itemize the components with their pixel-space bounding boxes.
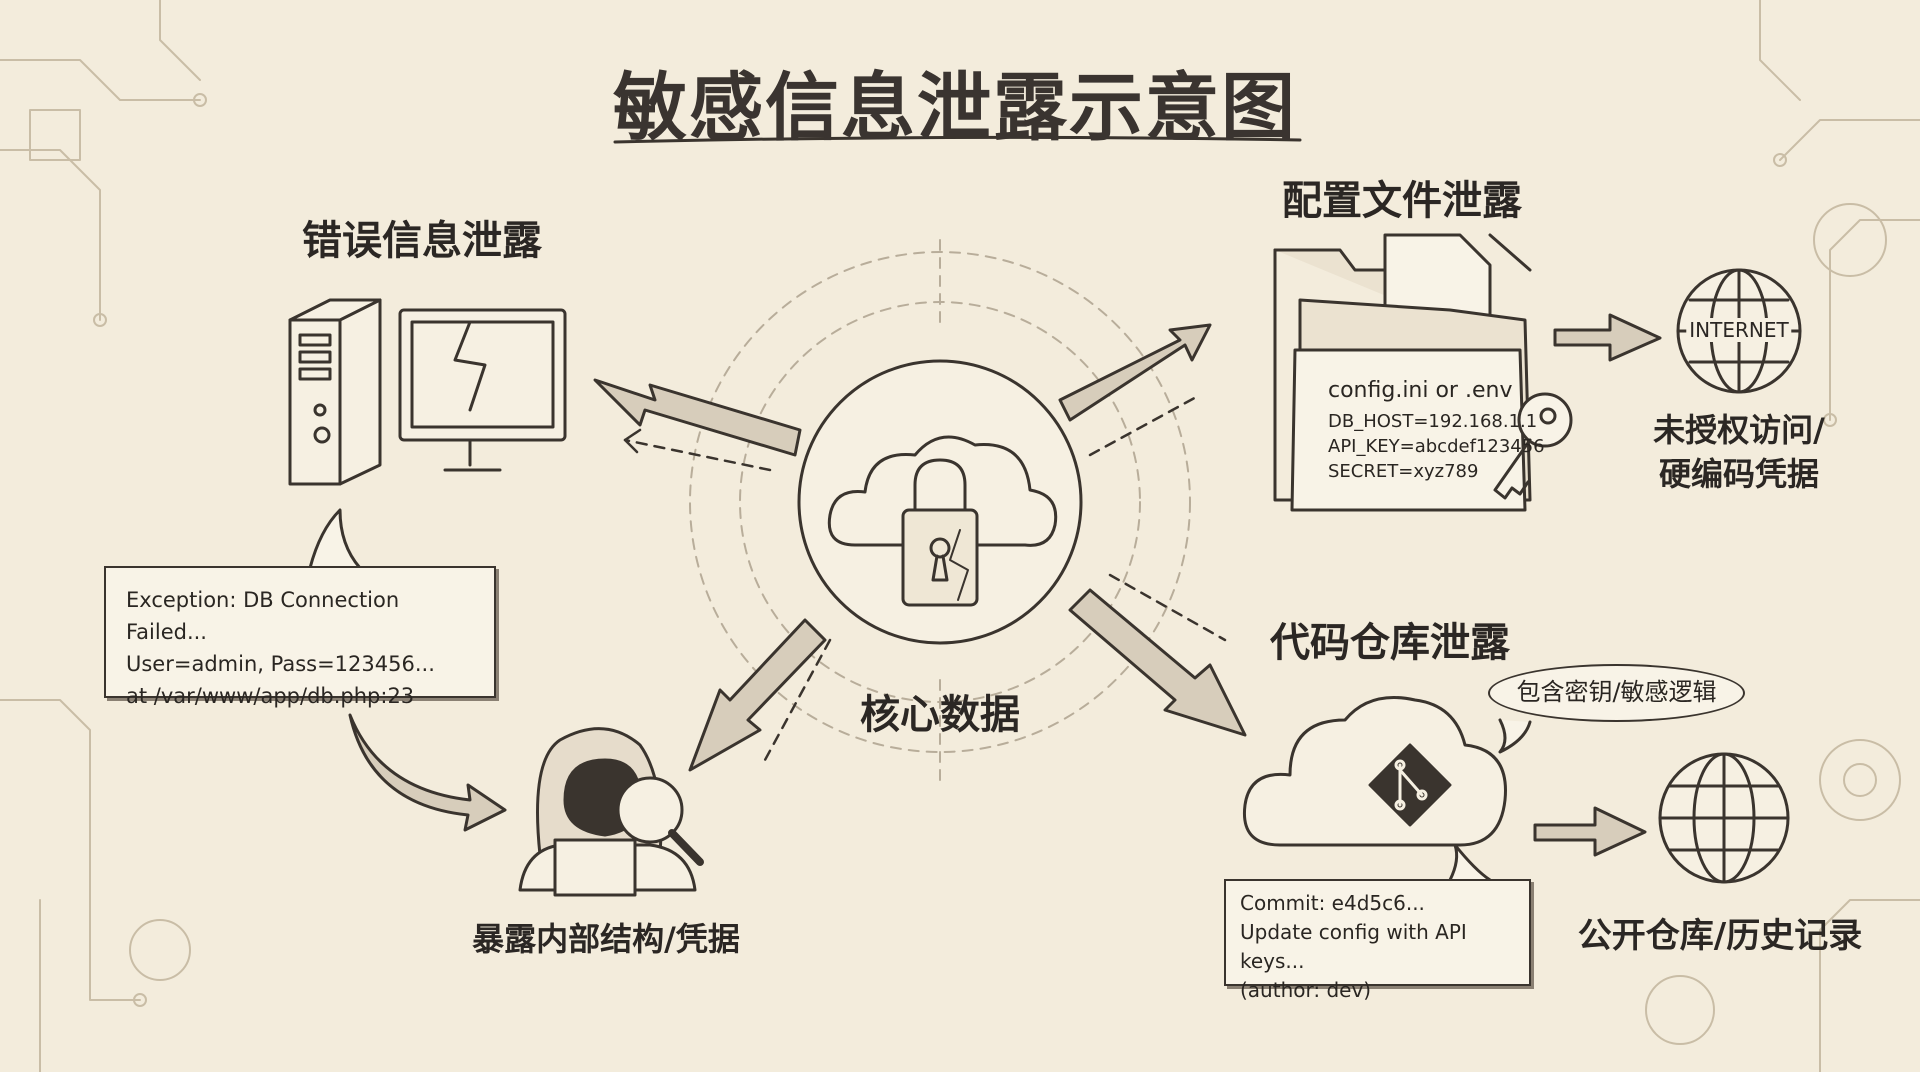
core-data-icon — [797, 359, 1083, 645]
hacker-icon — [518, 727, 704, 897]
config-line: API_KEY=abcdef123456 — [1328, 436, 1545, 457]
folder-icon — [1273, 233, 1532, 512]
config-file-icon — [1290, 348, 1527, 512]
config-file-content: config.ini or .env DB_HOST=192.168.1.1 A… — [1328, 378, 1545, 484]
internet-label: INTERNET — [1686, 318, 1792, 342]
config-leak-heading: 配置文件泄露 — [1282, 178, 1522, 224]
error-line: Exception: DB Connection Failed... — [126, 588, 400, 644]
git-cloud-icon — [1242, 696, 1507, 847]
error-leak-result: 暴露内部结构/凭据 — [472, 920, 740, 958]
arrow-to-repo — [1068, 588, 1247, 737]
config-line: SECRET=xyz789 — [1328, 461, 1479, 482]
server-computer-icon — [288, 298, 567, 486]
config-result-line: 硬编码凭据 — [1658, 455, 1820, 493]
commit-line: Update config with API keys... — [1240, 920, 1467, 973]
config-file-title: config.ini or .env — [1328, 378, 1513, 403]
key-icon — [1493, 392, 1573, 500]
arrow-to-internet — [1553, 313, 1662, 362]
error-leak-heading: 错误信息泄露 — [302, 218, 542, 264]
arrow-error-to-hacker — [348, 713, 507, 832]
arrow-to-error — [593, 378, 802, 457]
config-line: DB_HOST=192.168.1.1 — [1328, 411, 1538, 432]
error-line: User=admin, Pass=123456... — [126, 652, 435, 676]
page-title: 敏感信息泄露示意图 — [613, 65, 1297, 151]
arrow-to-public — [1533, 806, 1647, 857]
commit-box: Commit: e4d5c6... Update config with API… — [1224, 879, 1531, 1002]
config-result-line: 未授权访问/ — [1653, 411, 1825, 449]
commit-line: (author: dev) — [1240, 978, 1372, 1002]
error-line: at /var/www/app/db.php:23 — [126, 684, 415, 708]
globe-icon — [1658, 752, 1790, 884]
repo-leak-heading: 代码仓库泄露 — [1270, 620, 1510, 666]
arrow-to-config — [1058, 323, 1212, 422]
repo-result: 公开仓库/历史记录 — [1577, 916, 1863, 956]
secret-bubble: 包含密钥/敏感逻辑 — [1488, 664, 1745, 722]
secret-bubble-text: 包含密钥/敏感逻辑 — [1516, 678, 1717, 706]
core-data-label: 核心数据 — [860, 692, 1020, 738]
commit-line: Commit: e4d5c6... — [1240, 891, 1425, 915]
error-message-box: Exception: DB Connection Failed... User=… — [104, 566, 496, 708]
config-result: 未授权访问/ 硬编码凭据 — [1653, 408, 1825, 496]
arrow-to-hacker — [688, 618, 827, 772]
